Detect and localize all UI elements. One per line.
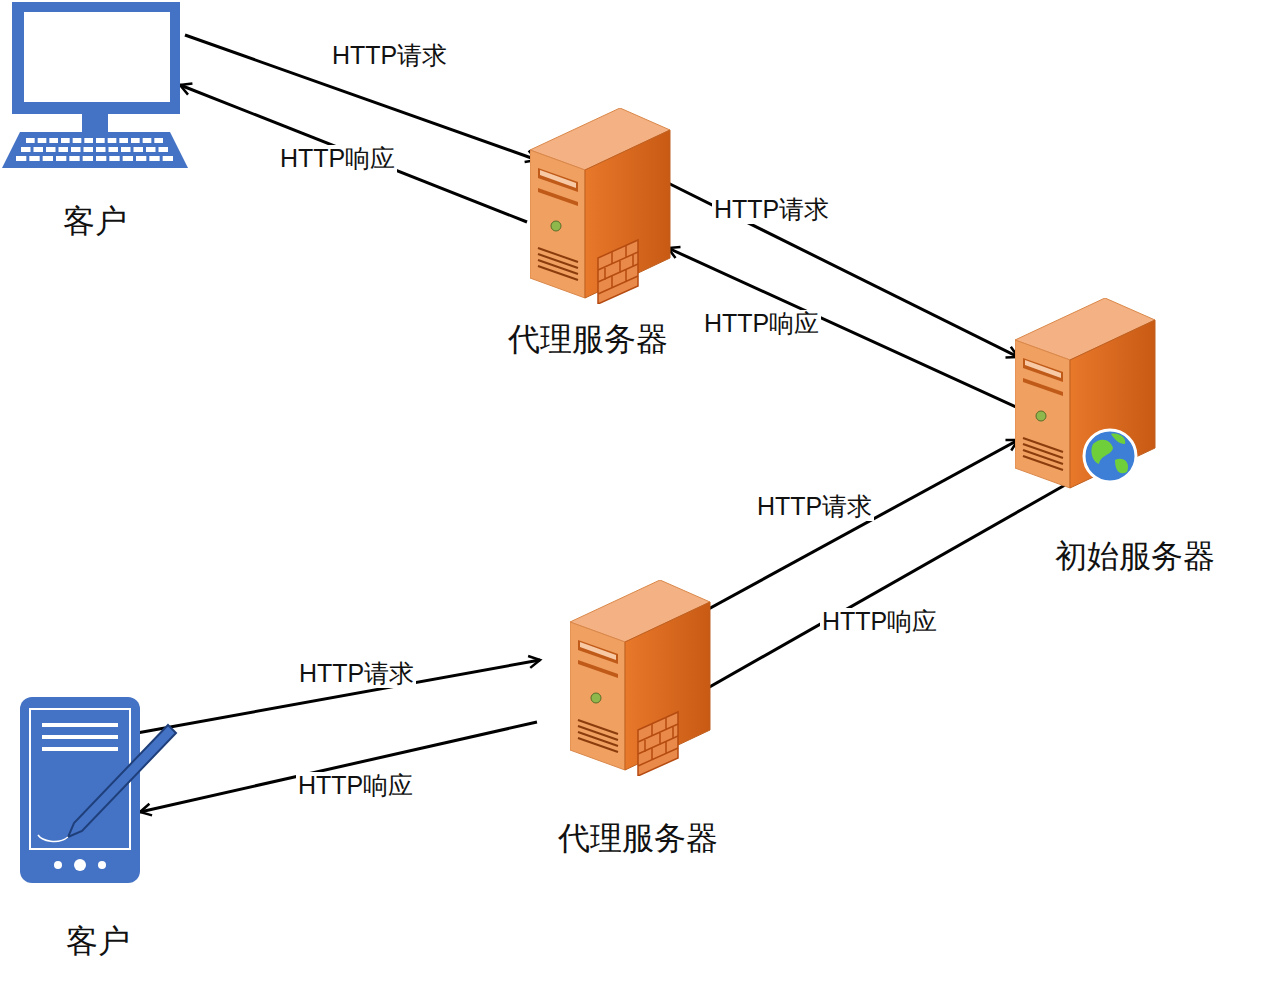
arrow-connector [185,35,537,160]
pc-icon [0,0,190,170]
edge-label: HTTP响应 [278,145,397,173]
arrow-connector [655,485,1065,718]
tablet-icon [18,695,178,885]
node-label: 客户 [63,200,127,244]
node-label: 初始服务器 [1055,535,1215,579]
server-node: 代理服务器 [535,580,740,860]
edge-label: HTTP响应 [820,608,939,636]
proxy-icon [570,580,715,776]
arrow-connector [140,722,537,812]
edge-label: HTTP请求 [297,660,416,688]
arrow-connector [668,183,1018,357]
server-node: 代理服务器 [495,108,680,363]
edge-label: HTTP请求 [755,493,874,521]
origin-icon [1015,298,1160,494]
arrow-connector [137,660,540,733]
edge-label: HTTP请求 [330,42,449,70]
edge-label: HTTP响应 [296,772,415,800]
arrow-connector [668,248,1018,408]
server-node: 初始服务器 [1010,298,1260,578]
client-node: 客户 [15,695,180,965]
arrow-connector [670,440,1018,630]
edge-label: HTTP响应 [702,310,821,338]
node-label: 客户 [66,920,130,964]
client-node: 客户 [0,0,190,245]
proxy-icon [530,108,675,304]
edge-label: HTTP请求 [712,196,831,224]
node-label: 代理服务器 [558,817,718,861]
arrow-connector [180,85,527,222]
node-label: 代理服务器 [508,318,668,362]
